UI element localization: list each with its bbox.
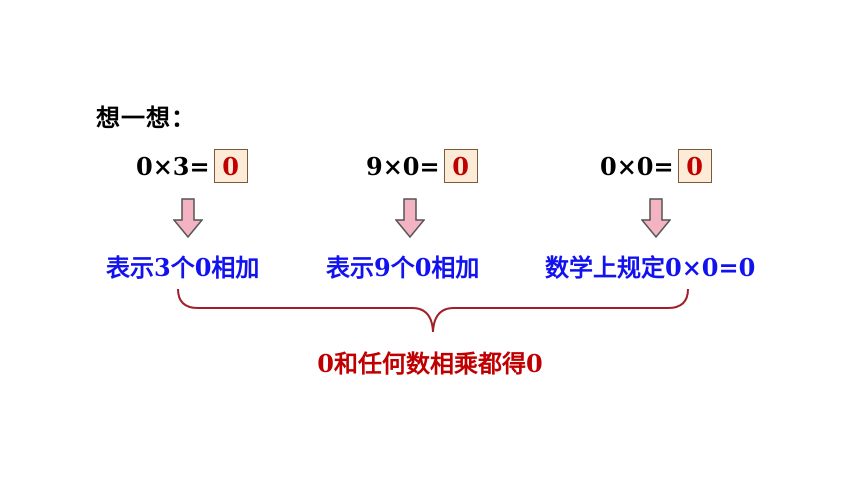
- conclusion: 0和任何数相乘都得0: [317, 349, 543, 378]
- down-arrow-icon: [641, 198, 671, 238]
- equation-1-answer: 0: [222, 151, 239, 181]
- curly-brace-icon: [177, 288, 689, 333]
- equation-2-answer: 0: [452, 151, 469, 181]
- equation-2-answer-box: 0: [443, 149, 478, 183]
- description-1: 表示3个0相加: [106, 253, 260, 282]
- down-arrow-icon: [173, 198, 203, 238]
- equation-1-text: 0×3=: [136, 151, 210, 181]
- description-2: 表示9个0相加: [326, 253, 480, 282]
- equation-2-text: 9×0=: [366, 151, 440, 181]
- equation-3-answer: 0: [686, 151, 703, 181]
- equation-3: 0×0= 0: [600, 146, 712, 186]
- heading: 想一想：: [96, 103, 196, 132]
- equation-1: 0×3= 0: [136, 146, 248, 186]
- description-3: 数学上规定0×0=0: [545, 253, 756, 282]
- equation-3-text: 0×0=: [600, 151, 674, 181]
- down-arrow-icon: [395, 198, 425, 238]
- equation-2: 9×0= 0: [366, 146, 478, 186]
- equation-1-answer-box: 0: [213, 149, 248, 183]
- equation-3-answer-box: 0: [677, 149, 712, 183]
